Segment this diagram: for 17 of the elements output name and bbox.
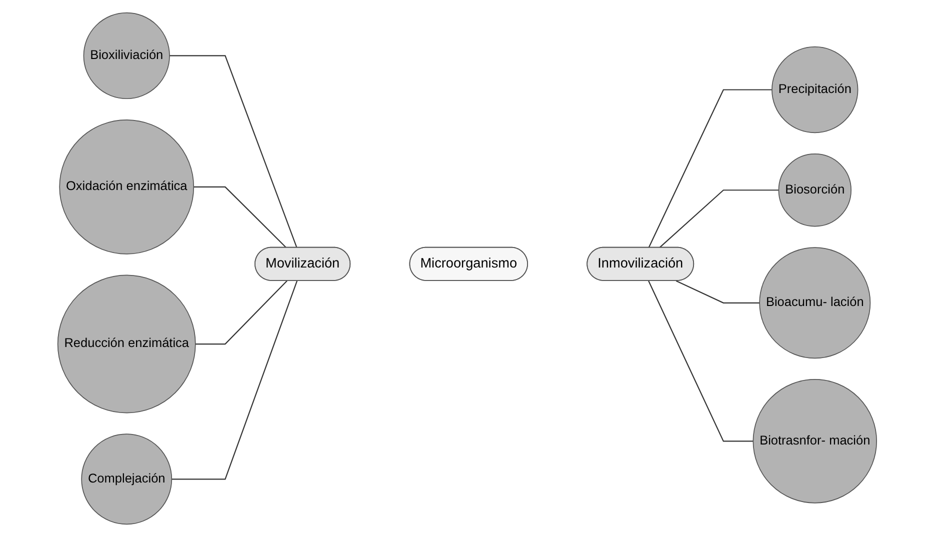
connector bbox=[193, 186, 286, 248]
node-circle bbox=[80, 434, 172, 525]
connector bbox=[658, 190, 778, 248]
connector bbox=[648, 280, 753, 442]
node-circle bbox=[771, 46, 858, 134]
connector bbox=[195, 280, 288, 345]
node-circle bbox=[57, 274, 196, 414]
node-circle bbox=[58, 119, 194, 254]
node-circle bbox=[758, 247, 870, 359]
diagram-drawing: Movilización Microorganismo Inmovilización Bioxiliviación Oxidación enzimática Reducción enzimática Complejación Precipitación Biosorción Bioacumu- lación Biotrasnfor- mación bbox=[50, 6, 884, 531]
connector bbox=[676, 280, 760, 304]
node-circle bbox=[83, 12, 170, 100]
node-circle bbox=[778, 154, 852, 227]
connector bbox=[171, 280, 298, 480]
connector bbox=[648, 89, 772, 248]
node-circle bbox=[752, 379, 877, 504]
connector bbox=[169, 55, 298, 248]
